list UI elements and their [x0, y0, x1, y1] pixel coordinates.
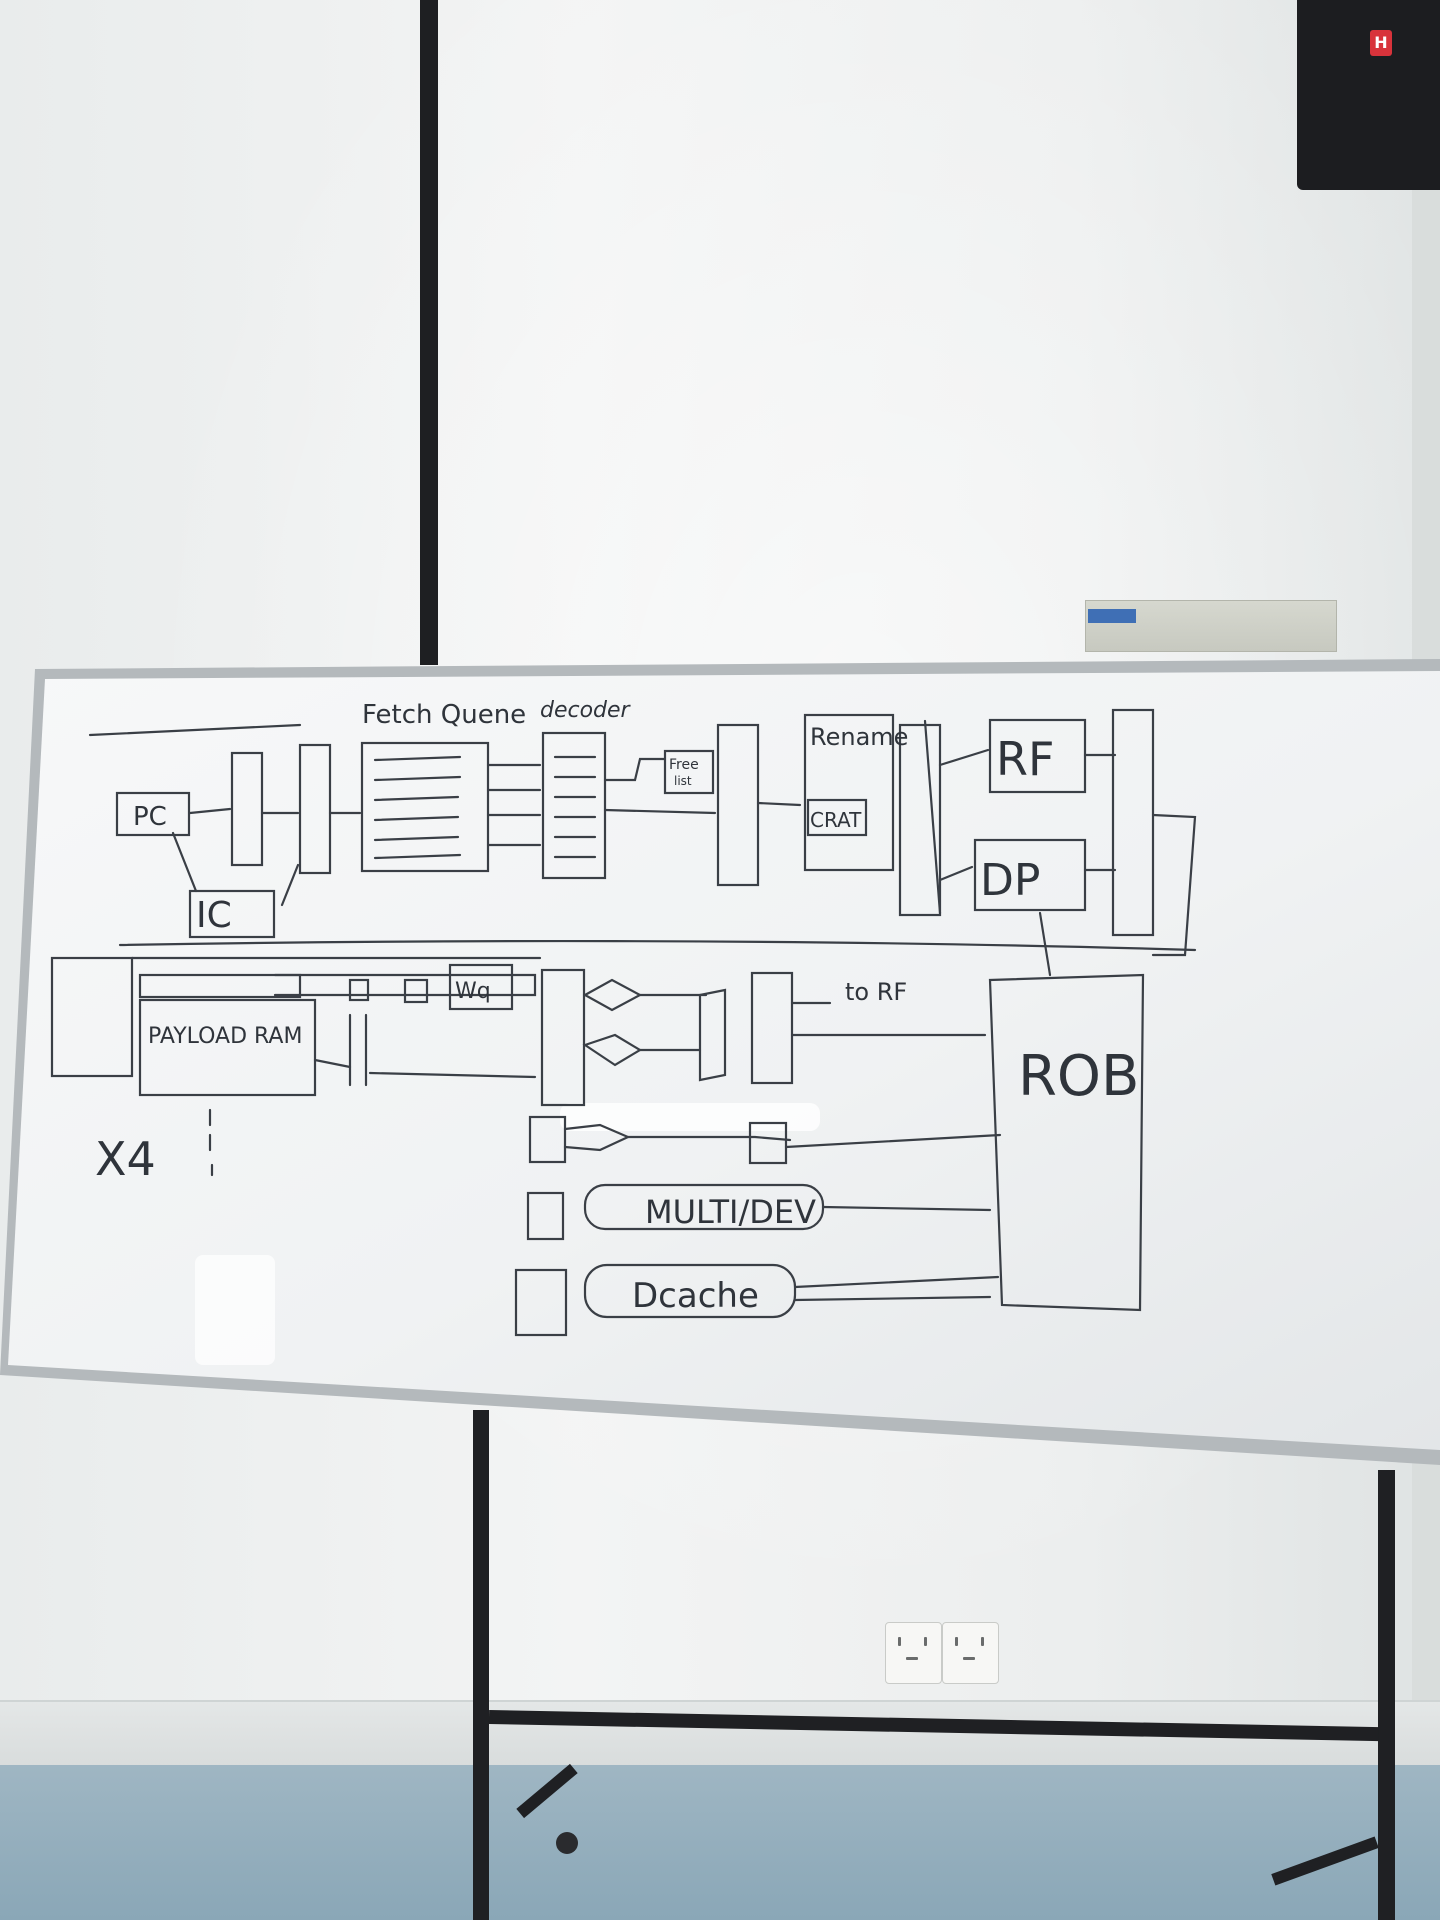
power-outlet-icon: [885, 1622, 942, 1684]
label-crat: CRAT: [810, 808, 862, 832]
label-decoder: decoder: [540, 698, 632, 723]
stand-leg-left: [473, 1410, 489, 1920]
label-free-list-1: Free: [669, 757, 699, 773]
label-payload-ram: PAYLOAD RAM: [148, 1024, 302, 1049]
label-multi-dev: MULTI/DEV: [645, 1193, 816, 1231]
label-rename: Rename: [810, 723, 908, 751]
label-ic: IC: [196, 895, 232, 936]
label-pc: PC: [133, 802, 167, 832]
label-rf: RF: [996, 732, 1054, 786]
wheel-icon: [556, 1832, 578, 1854]
label-to-rf: to RF: [845, 978, 907, 1006]
floor: [0, 1765, 1440, 1920]
stand-leg-right: [1378, 1470, 1395, 1920]
wall-control-box: [1085, 600, 1337, 652]
label-x4: X4: [95, 1132, 156, 1186]
wall-box-label: [1088, 609, 1136, 623]
label-free-list-2: list: [674, 774, 692, 788]
mounting-pole: [420, 0, 438, 665]
whiteboard: Fetch Quene decoder PC IC Free list Rena…: [0, 655, 1440, 1465]
power-outlet-icon: [942, 1622, 999, 1684]
label-wq: Wq: [455, 979, 491, 1004]
label-rob: ROB: [1018, 1044, 1139, 1109]
diagram-ink: [50, 708, 1197, 1337]
speaker-icon: [1297, 0, 1440, 190]
label-dp: DP: [980, 855, 1040, 906]
label-dcache: Dcache: [632, 1276, 759, 1316]
speaker-brand-logo: H: [1370, 30, 1392, 56]
label-fetch-queue: Fetch Quene: [362, 700, 526, 730]
